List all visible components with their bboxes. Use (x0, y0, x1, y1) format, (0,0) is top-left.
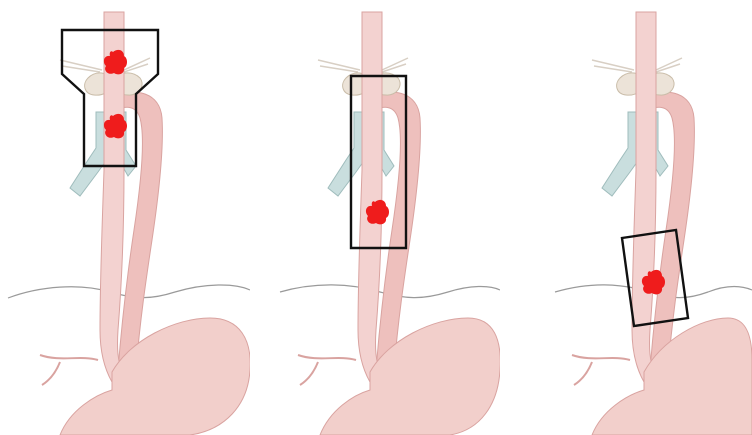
gastric-vessels (40, 355, 98, 385)
panel-lower-esophagus (500, 0, 750, 435)
trachea-bronchi (328, 112, 394, 196)
stomach (320, 318, 500, 435)
gastric-vessels (298, 355, 356, 385)
stomach (60, 318, 250, 435)
panel-middle-esophagus (250, 0, 500, 435)
trachea-bronchi (602, 112, 668, 196)
anatomy-illustration-upper (0, 0, 250, 435)
anatomy-illustration-middle (250, 0, 500, 435)
panel-upper-esophagus (0, 0, 250, 435)
stomach (592, 318, 752, 435)
anatomy-illustration-lower (500, 0, 752, 435)
gastric-vessels (572, 355, 630, 385)
